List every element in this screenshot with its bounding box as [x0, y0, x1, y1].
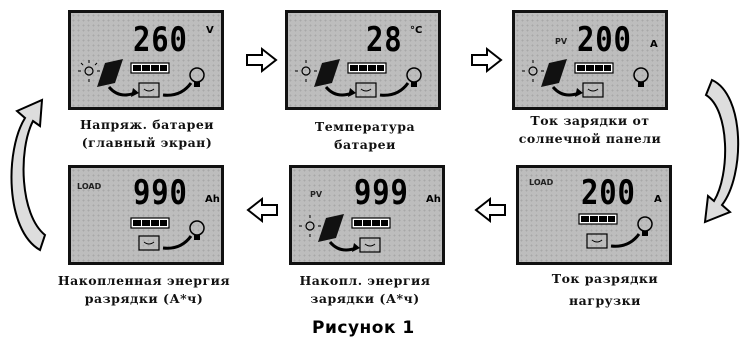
- load-arrow-icon: [162, 235, 193, 250]
- curved-arrow-right: [703, 78, 740, 224]
- battery-gauge-icon: [351, 217, 391, 229]
- caption-line: батареи: [334, 137, 396, 152]
- caption-line: разрядки (А*ч): [84, 291, 204, 306]
- battery-gauge-icon: [347, 62, 387, 74]
- arrow-left-2: [246, 196, 278, 224]
- lightbulb-icon: [406, 67, 422, 87]
- battery-gauge-icon: [130, 62, 170, 74]
- lcd-graphics: [130, 217, 205, 251]
- lcd-screen-battery-voltage: 260 V: [68, 10, 224, 110]
- caption-line: солнечной панели: [518, 131, 662, 146]
- battery-face-icon: [359, 237, 381, 253]
- curved-arrow-left: [10, 98, 47, 252]
- battery-face-icon: [138, 235, 160, 251]
- caption-battery-voltage: Напряж. батареи (главный экран): [62, 116, 232, 152]
- lcd-unit: A: [654, 194, 662, 205]
- charge-arrow-icon: [551, 85, 583, 97]
- caption-line: Напряж. батареи: [79, 117, 215, 132]
- caption-line: Ток зарядки от: [530, 113, 650, 128]
- sun-icon: [295, 60, 317, 82]
- load-arrow-icon: [162, 82, 193, 97]
- lcd-unit: Ah: [205, 194, 220, 205]
- charge-arrow-icon: [328, 240, 360, 252]
- caption-line: нагрузки: [569, 293, 641, 308]
- battery-face-icon: [586, 233, 608, 249]
- lcd-screen-charge-energy: PV 999 Ah: [289, 165, 445, 265]
- lcd-unit: A: [650, 39, 658, 50]
- lcd-screen-pv-current: PV 200 A: [512, 10, 668, 110]
- caption-line: Накопленная энергия: [57, 273, 231, 288]
- caption-charge-energy: Накопл. энергия зарядки (А*ч): [280, 272, 450, 308]
- battery-gauge-icon: [578, 213, 618, 225]
- caption-line: Температура: [314, 119, 416, 134]
- solar-panel-icon: [318, 214, 344, 242]
- sun-icon: [78, 60, 100, 82]
- arrow-left-1: [474, 196, 506, 224]
- lightbulb-icon: [189, 67, 205, 87]
- lightbulb-icon: [633, 67, 649, 87]
- caption-discharge-energy: Накопленная энергия разрядки (А*ч): [44, 272, 244, 308]
- battery-face-icon: [355, 82, 377, 98]
- battery-face-icon: [138, 82, 160, 98]
- lcd-reading: 28: [366, 20, 403, 60]
- lcd-reading: 200: [577, 20, 632, 60]
- caption-line: Накопл. энергия: [299, 273, 431, 288]
- lcd-screen-temperature: 28 °C: [285, 10, 441, 110]
- battery-face-icon: [582, 82, 604, 98]
- lcd-mode-tag: LOAD: [529, 178, 554, 187]
- caption-load-current: Ток разрядки нагрузки: [520, 268, 690, 312]
- solar-panel-icon: [97, 59, 123, 87]
- sun-icon: [299, 215, 321, 237]
- lcd-graphics: [578, 213, 653, 249]
- lcd-screen-load-current: LOAD 200 A: [516, 165, 672, 265]
- load-arrow-icon: [610, 233, 641, 248]
- caption-line: (главный экран): [81, 135, 213, 150]
- lcd-reading: 200: [581, 173, 636, 213]
- lcd-reading: 990: [133, 173, 188, 213]
- caption-line: Ток разрядки: [551, 271, 659, 286]
- sun-icon: [522, 60, 544, 82]
- lcd-reading: 999: [354, 173, 409, 213]
- lcd-unit: V: [206, 25, 214, 36]
- charge-arrow-icon: [107, 85, 139, 97]
- caption-pv-current: Ток зарядки от солнечной панели: [505, 112, 675, 148]
- battery-gauge-icon: [574, 62, 614, 74]
- lcd-graphics: [299, 214, 391, 253]
- lightbulb-icon: [637, 216, 653, 236]
- caption-temperature: Температура батареи: [285, 118, 445, 154]
- lcd-graphics: [78, 59, 205, 98]
- arrow-right-2: [471, 46, 503, 74]
- charge-arrow-icon: [324, 85, 356, 97]
- lcd-screen-discharge-energy: LOAD 990 Ah: [68, 165, 224, 265]
- lcd-unit: Ah: [426, 194, 441, 205]
- solar-panel-icon: [541, 59, 567, 87]
- lcd-unit: °C: [410, 25, 423, 36]
- solar-panel-icon: [314, 59, 340, 87]
- figure-title: Рисунок 1: [312, 318, 415, 338]
- arrow-right-1: [246, 46, 278, 74]
- lcd-mode-tag: PV: [310, 190, 323, 199]
- lightbulb-icon: [189, 220, 205, 240]
- caption-line: зарядки (А*ч): [310, 291, 420, 306]
- lcd-mode-tag: LOAD: [77, 182, 102, 191]
- lcd-mode-tag: PV: [555, 37, 568, 46]
- lcd-graphics: [522, 59, 649, 98]
- lcd-graphics: [295, 59, 422, 98]
- load-arrow-icon: [379, 82, 410, 97]
- battery-gauge-icon: [130, 217, 170, 229]
- lcd-reading: 260: [133, 20, 188, 60]
